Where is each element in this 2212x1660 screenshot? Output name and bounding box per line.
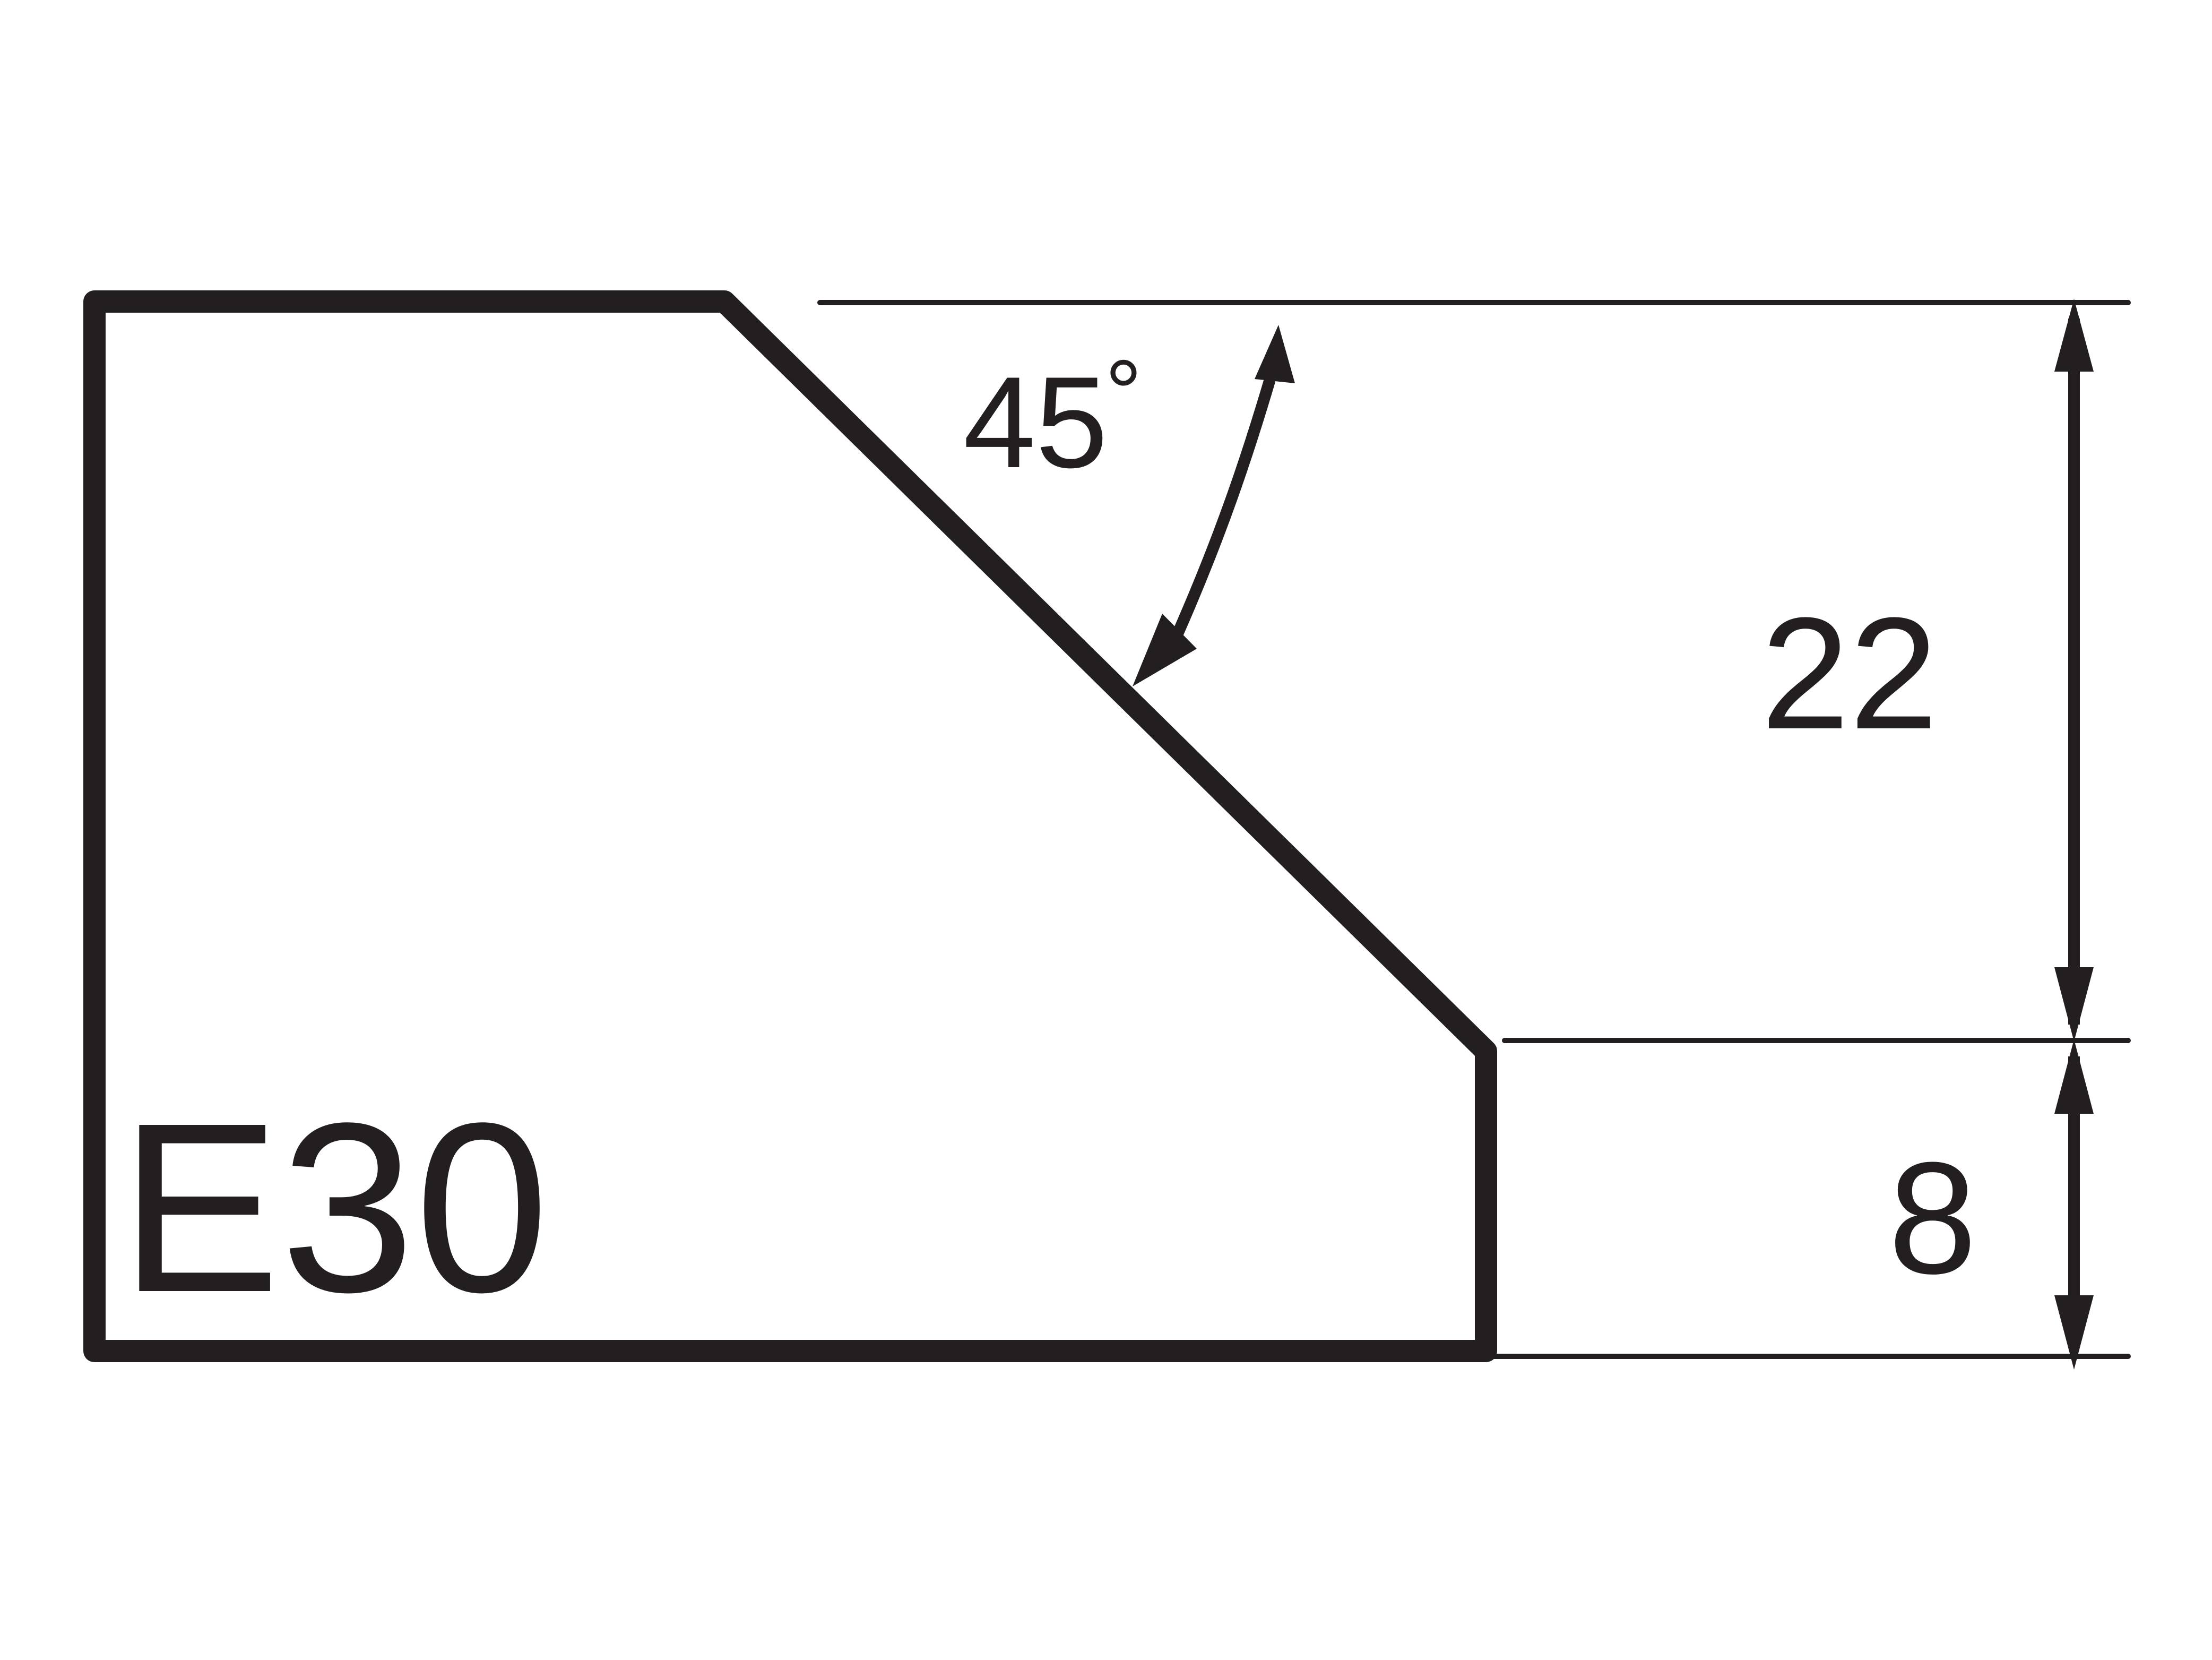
angle-arc-arrowhead-top bbox=[1255, 325, 1295, 383]
dimension-upper-label: 22 bbox=[1761, 584, 1938, 762]
dimension-8-arrowhead-bottom bbox=[2054, 1295, 2094, 1370]
degree-symbol-icon: ° bbox=[1105, 341, 1142, 445]
angle-arc bbox=[1171, 375, 1275, 641]
dimension-8-arrowhead-top bbox=[2054, 1039, 2094, 1114]
part-id-label: E30 bbox=[119, 1073, 549, 1343]
extension-lines-group bbox=[817, 300, 2131, 1359]
part-outline bbox=[83, 290, 1497, 1362]
dimension-22-group bbox=[2054, 299, 2094, 1042]
dimension-22-arrowhead-top bbox=[2054, 299, 2094, 372]
dimension-lower-label: 8 bbox=[1888, 1129, 1977, 1307]
angle-value-label: 45 bbox=[963, 349, 1108, 495]
dimension-8-group bbox=[2054, 1039, 2094, 1370]
angle-arc-group bbox=[1133, 325, 1295, 686]
angle-arc-arrowhead-bottom bbox=[1133, 614, 1197, 686]
dimension-22-arrowhead-bottom bbox=[2054, 967, 2094, 1042]
